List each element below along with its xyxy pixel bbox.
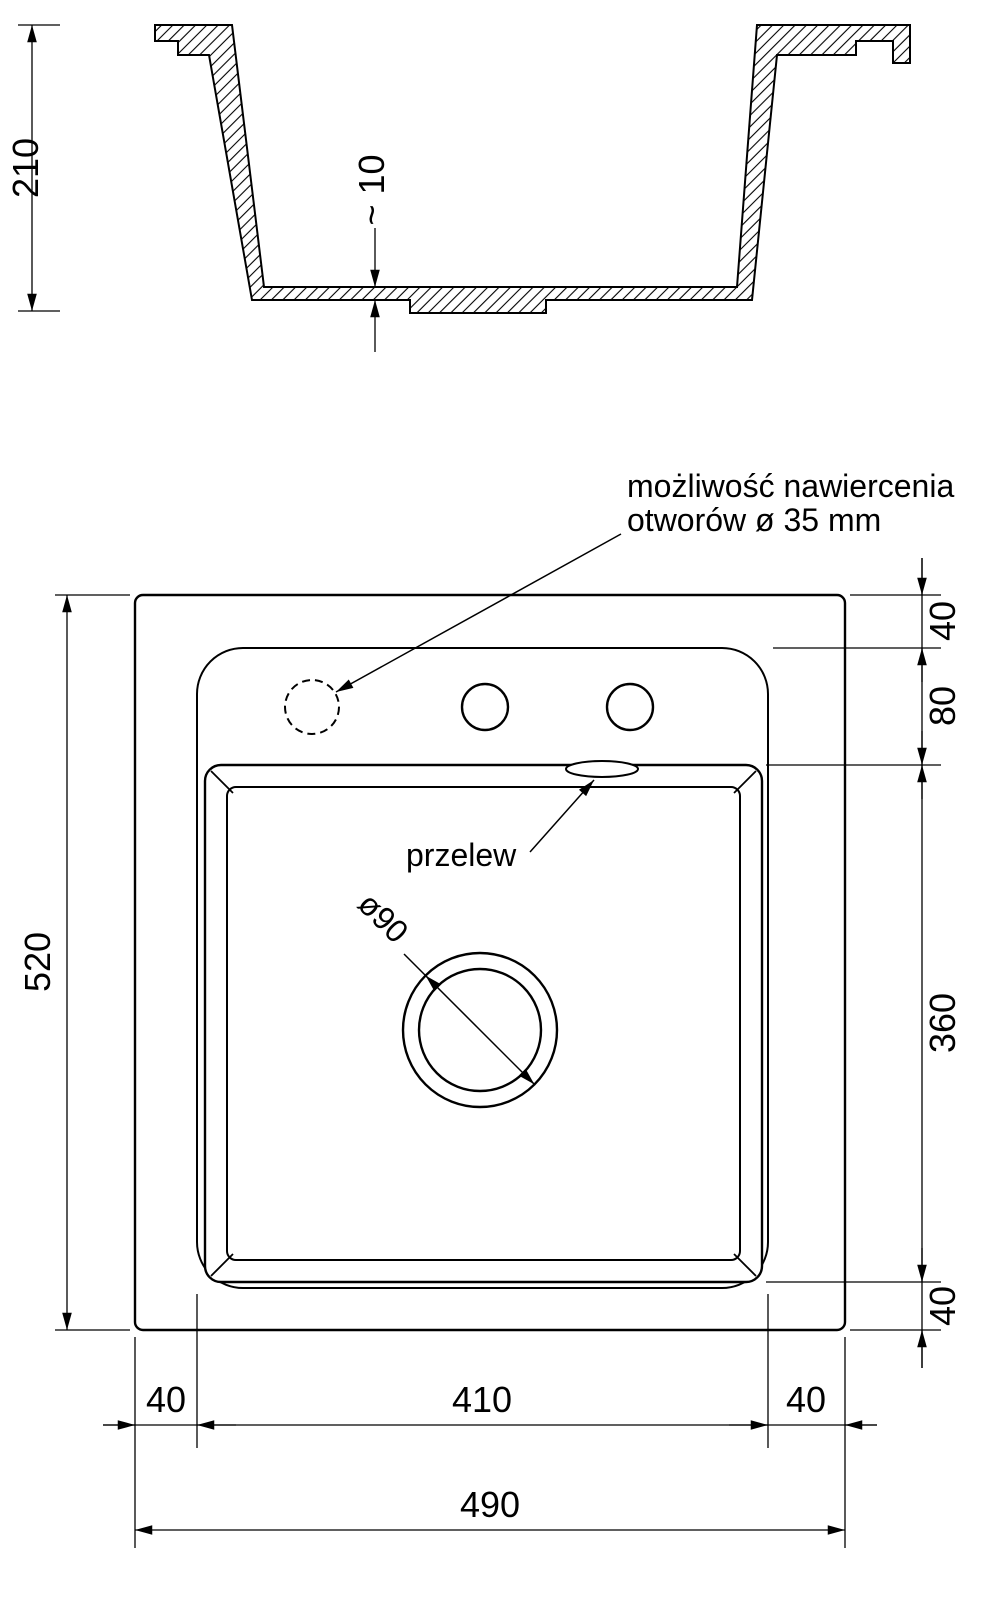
dim-total-height-value: 520: [17, 932, 58, 992]
dim-bottom-stack: 40 410 40 490: [103, 1294, 877, 1548]
dim-deck-height-value: 80: [922, 686, 963, 726]
tap-hole: [460, 682, 510, 732]
leader-line: [335, 533, 622, 693]
overflow-label: przelew: [406, 837, 517, 873]
sink-section-profile: [154, 24, 911, 314]
dim-left-offset-value: 40: [146, 1379, 186, 1420]
dim-total-depth-value: 210: [5, 138, 46, 198]
dim-total-width-value: 490: [460, 1484, 520, 1525]
bowl-corner-chamfer: [210, 1253, 234, 1277]
drill-note-line1: możliwość nawiercenia: [627, 468, 954, 504]
dim-right-offset-value: 40: [786, 1379, 826, 1420]
dim-total-height: 520: [17, 594, 130, 1331]
dim-bowl-depth-value: 360: [922, 993, 963, 1053]
drill-note-line2: otworów ø 35 mm: [627, 502, 881, 538]
bowl-corner-chamfer: [733, 770, 757, 794]
sink-rim-line: [196, 647, 769, 1289]
cross-section-view: 210 ~ 10: [5, 24, 911, 352]
dim-bottom-offset-value: 40: [922, 1286, 963, 1326]
bowl-inner-edge: [226, 786, 741, 1261]
drill-note-callout: możliwość nawiercenia otworów ø 35 mm: [335, 468, 954, 693]
overflow-slot: [565, 760, 639, 778]
dim-right-stack: 40 80 360 40: [766, 558, 963, 1368]
bowl-corner-chamfer: [210, 770, 234, 794]
dim-total-depth: 210: [5, 24, 60, 312]
dim-bottom-thickness-value: ~ 10: [351, 154, 392, 225]
tap-hole: [605, 682, 655, 732]
dim-bottom-thickness: ~ 10: [351, 154, 392, 352]
plan-view: ø90 przelew możliwość nawiercenia otworó…: [17, 468, 963, 1548]
dim-bowl-width-value: 410: [452, 1379, 512, 1420]
leader-line: [529, 779, 595, 853]
overflow-callout: przelew: [406, 779, 595, 873]
optional-tap-hole-dashed: [284, 679, 340, 735]
dim-top-offset-value: 40: [922, 601, 963, 641]
bowl-corner-chamfer: [733, 1253, 757, 1277]
dimension-line: [425, 975, 535, 1085]
dimension-tail: [403, 953, 428, 978]
